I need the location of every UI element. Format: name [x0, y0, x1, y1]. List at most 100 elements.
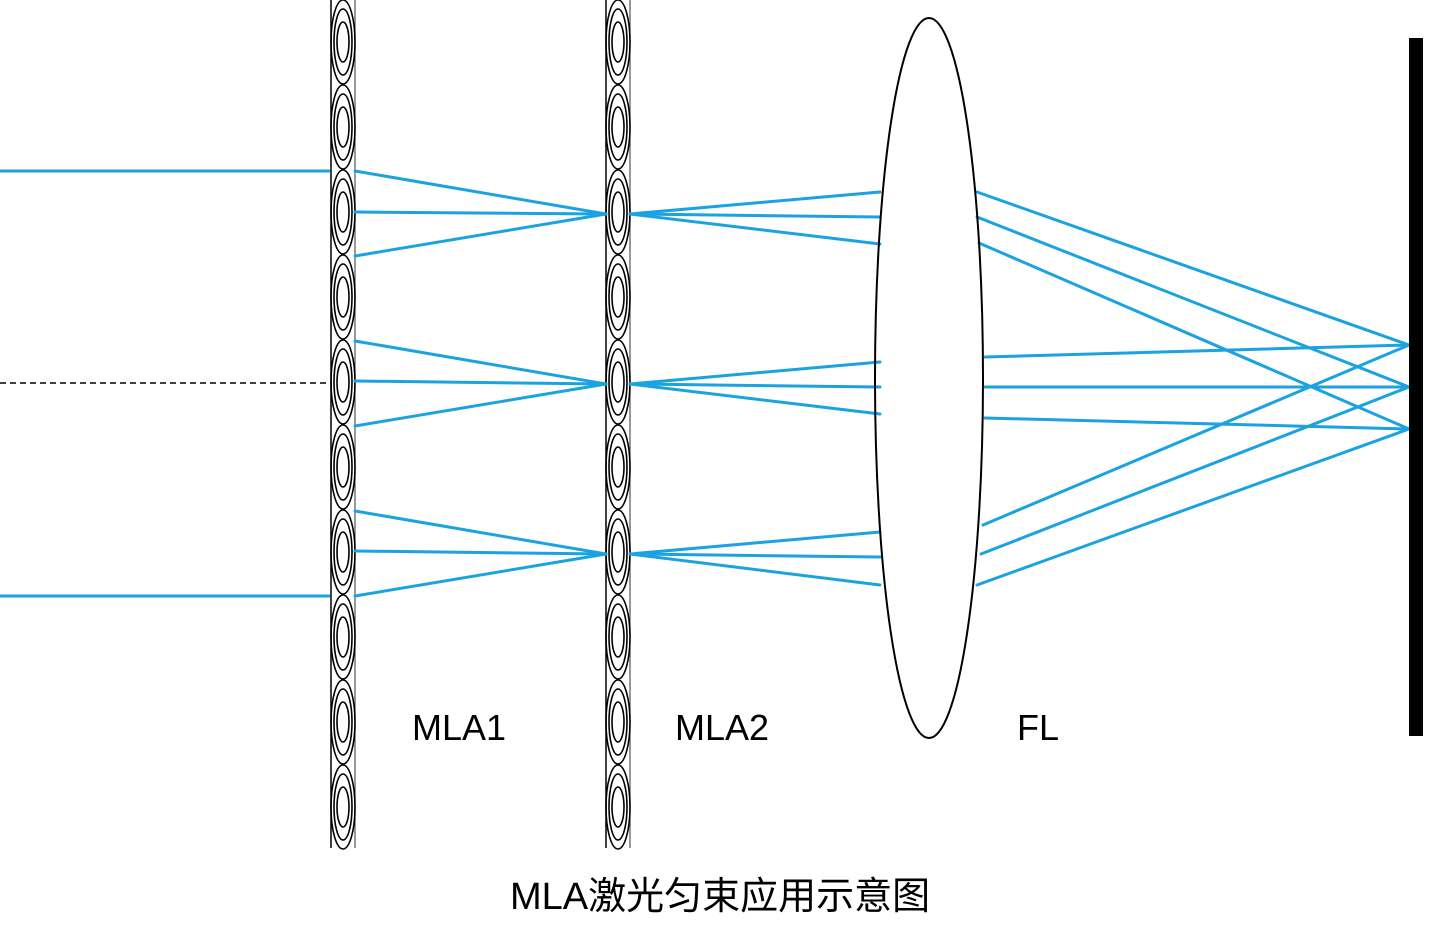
- mla2-lenslet-outer: [605, 764, 631, 850]
- mla2-lenslet-outer: [605, 339, 631, 425]
- diagram-caption: MLA激光匀束应用示意图: [510, 876, 930, 918]
- ray-mla1-to-mla2: [353, 169, 608, 216]
- mla2-lenslet-inner: [611, 21, 625, 63]
- mla1-lenslet-middle: [333, 93, 353, 161]
- mla2-lenslet-middle: [608, 603, 628, 671]
- mla2-lenslet: [605, 509, 631, 595]
- ray-mla1-to-mla2: [353, 509, 608, 556]
- ray-paths: [353, 169, 1411, 598]
- mla1-lenslet-inner: [336, 276, 350, 318]
- microlens-array-1: [330, 0, 356, 850]
- mla2-lenslet: [605, 254, 631, 340]
- ray-lens-to-screen: [975, 215, 1411, 389]
- mla2-lenslet-middle: [608, 8, 628, 76]
- ray-lens-to-screen: [983, 343, 1411, 359]
- mla2-lenslet: [605, 679, 631, 765]
- mla2-lenslet-inner: [611, 106, 625, 148]
- mla2-label: MLA2: [675, 707, 769, 748]
- mla2-lenslet-outer: [605, 254, 631, 340]
- mla2-lenslet-inner: [611, 446, 625, 488]
- ray-mla2-to-lens: [628, 530, 882, 556]
- ray-lens-to-screen: [981, 343, 1411, 527]
- mla1-lenslet-outer: [330, 594, 356, 680]
- mla2-lenslet-inner: [611, 361, 625, 403]
- mla2-lenslet-inner: [611, 616, 625, 658]
- mla2-lenslet-inner: [611, 701, 625, 743]
- mla1-lenslet-middle: [333, 8, 353, 76]
- mla1-lenslet-inner: [336, 191, 350, 233]
- mla2-lenslet-outer: [605, 509, 631, 595]
- mla1-lenslet-inner: [336, 701, 350, 743]
- mla1-lenslet-outer: [330, 0, 356, 85]
- mla2-lenslet: [605, 169, 631, 255]
- mla2-lenslet-middle: [608, 688, 628, 756]
- mla1-label: MLA1: [412, 707, 506, 748]
- ray-lens-to-screen: [979, 385, 1411, 556]
- mla2-lenslet-outer: [605, 0, 631, 85]
- mla1-lenslet: [330, 254, 356, 340]
- ray-mla2-to-lens: [628, 212, 882, 219]
- mla1-lenslet-middle: [333, 263, 353, 331]
- mla1-lenslet: [330, 764, 356, 850]
- ray-lens-to-screen: [975, 427, 1411, 587]
- mla2-lenslet-middle: [608, 93, 628, 161]
- ray-mla2-to-lens: [628, 382, 882, 416]
- ray-mla1-to-mla2: [353, 549, 608, 556]
- mla2-lenslet: [605, 339, 631, 425]
- mla1-lenslet: [330, 84, 356, 170]
- ray-lens-to-screen: [983, 416, 1411, 431]
- ray-mla2-to-lens: [628, 382, 882, 389]
- mla2-lenslet-middle: [608, 348, 628, 416]
- ray-mla1-to-mla2: [353, 210, 608, 216]
- mla1-lenslet-middle: [333, 348, 353, 416]
- ray-mla1-to-mla2: [353, 379, 608, 386]
- mla1-lenslet: [330, 0, 356, 85]
- mla2-lenslet-inner: [611, 276, 625, 318]
- ray-mla2-to-lens: [628, 360, 882, 386]
- mla1-lenslet-middle: [333, 433, 353, 501]
- mla1-lenslet: [330, 594, 356, 680]
- mla1-lenslet: [330, 509, 356, 595]
- mla2-lenslet-middle: [608, 773, 628, 841]
- ray-lens-to-screen: [975, 190, 1411, 347]
- mla1-lenslet-outer: [330, 254, 356, 340]
- target-screen: [1409, 38, 1423, 736]
- mla2-lenslet-outer: [605, 84, 631, 170]
- mla1-lenslet-outer: [330, 764, 356, 850]
- mla2-lenslet-middle: [608, 433, 628, 501]
- mla1-lenslet-middle: [333, 773, 353, 841]
- mla1-lenslet-inner: [336, 616, 350, 658]
- mla1-lenslet-inner: [336, 21, 350, 63]
- mla2-lenslet-inner: [611, 786, 625, 828]
- mla2-lenslet: [605, 84, 631, 170]
- mla1-lenslet-middle: [333, 688, 353, 756]
- ray-mla1-to-mla2: [353, 552, 608, 598]
- mla1-lenslet-outer: [330, 679, 356, 765]
- mla1-lenslet-inner: [336, 786, 350, 828]
- mla2-lenslet-inner: [611, 191, 625, 233]
- mla1-lenslet: [330, 169, 356, 255]
- ray-mla2-to-lens: [628, 552, 882, 587]
- mla2-lenslet-middle: [608, 178, 628, 246]
- mla2-lenslet: [605, 424, 631, 510]
- microlens-array-2: [605, 0, 631, 850]
- mla1-lenslet-middle: [333, 518, 353, 586]
- ray-mla2-to-lens: [628, 552, 882, 559]
- mla2-lenslet-outer: [605, 424, 631, 510]
- mla2-lenslet: [605, 594, 631, 680]
- mla1-lenslet-middle: [333, 603, 353, 671]
- mla1-lenslet-outer: [330, 84, 356, 170]
- mla2-lenslet: [605, 0, 631, 85]
- mla2-lenslet-middle: [608, 518, 628, 586]
- mla1-lenslet-inner: [336, 531, 350, 573]
- mla1-lenslet-middle: [333, 178, 353, 246]
- mla1-lenslet: [330, 679, 356, 765]
- ray-mla1-to-mla2: [353, 382, 608, 428]
- mla2-lenslet-outer: [605, 169, 631, 255]
- mla1-lenslet: [330, 339, 356, 425]
- mla2-lenslet-outer: [605, 679, 631, 765]
- ray-mla2-to-lens: [628, 190, 882, 216]
- mla2-lenslet-outer: [605, 594, 631, 680]
- mla1-lenslet-inner: [336, 361, 350, 403]
